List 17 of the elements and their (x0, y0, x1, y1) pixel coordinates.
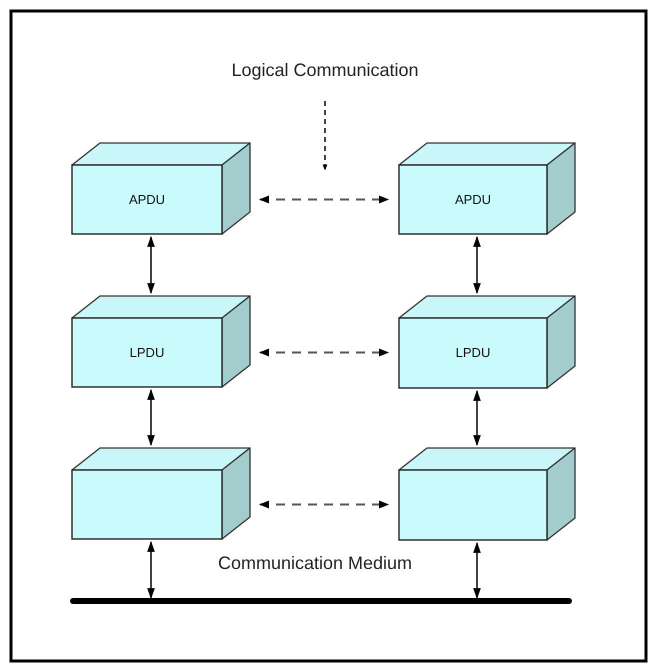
annotation-text: Logical Communication (230, 60, 420, 82)
arrow (473, 236, 481, 294)
communication-medium-bus (70, 598, 572, 604)
dashed-arrow (259, 500, 389, 508)
arrow (147, 388, 155, 446)
layer-label: LPDU (454, 345, 492, 361)
dashed-arrow (259, 348, 389, 356)
dashed-arrow (259, 196, 389, 204)
arrow (473, 542, 481, 600)
dashed-arrow (322, 101, 328, 171)
arrow (473, 390, 481, 446)
layer-label: LPDU (128, 344, 166, 360)
layer-label: APDU (128, 192, 166, 208)
arrow (147, 236, 155, 294)
layer-label: APDU (454, 192, 492, 208)
arrow (147, 540, 155, 600)
annotation-text: Communication Medium (216, 553, 414, 575)
